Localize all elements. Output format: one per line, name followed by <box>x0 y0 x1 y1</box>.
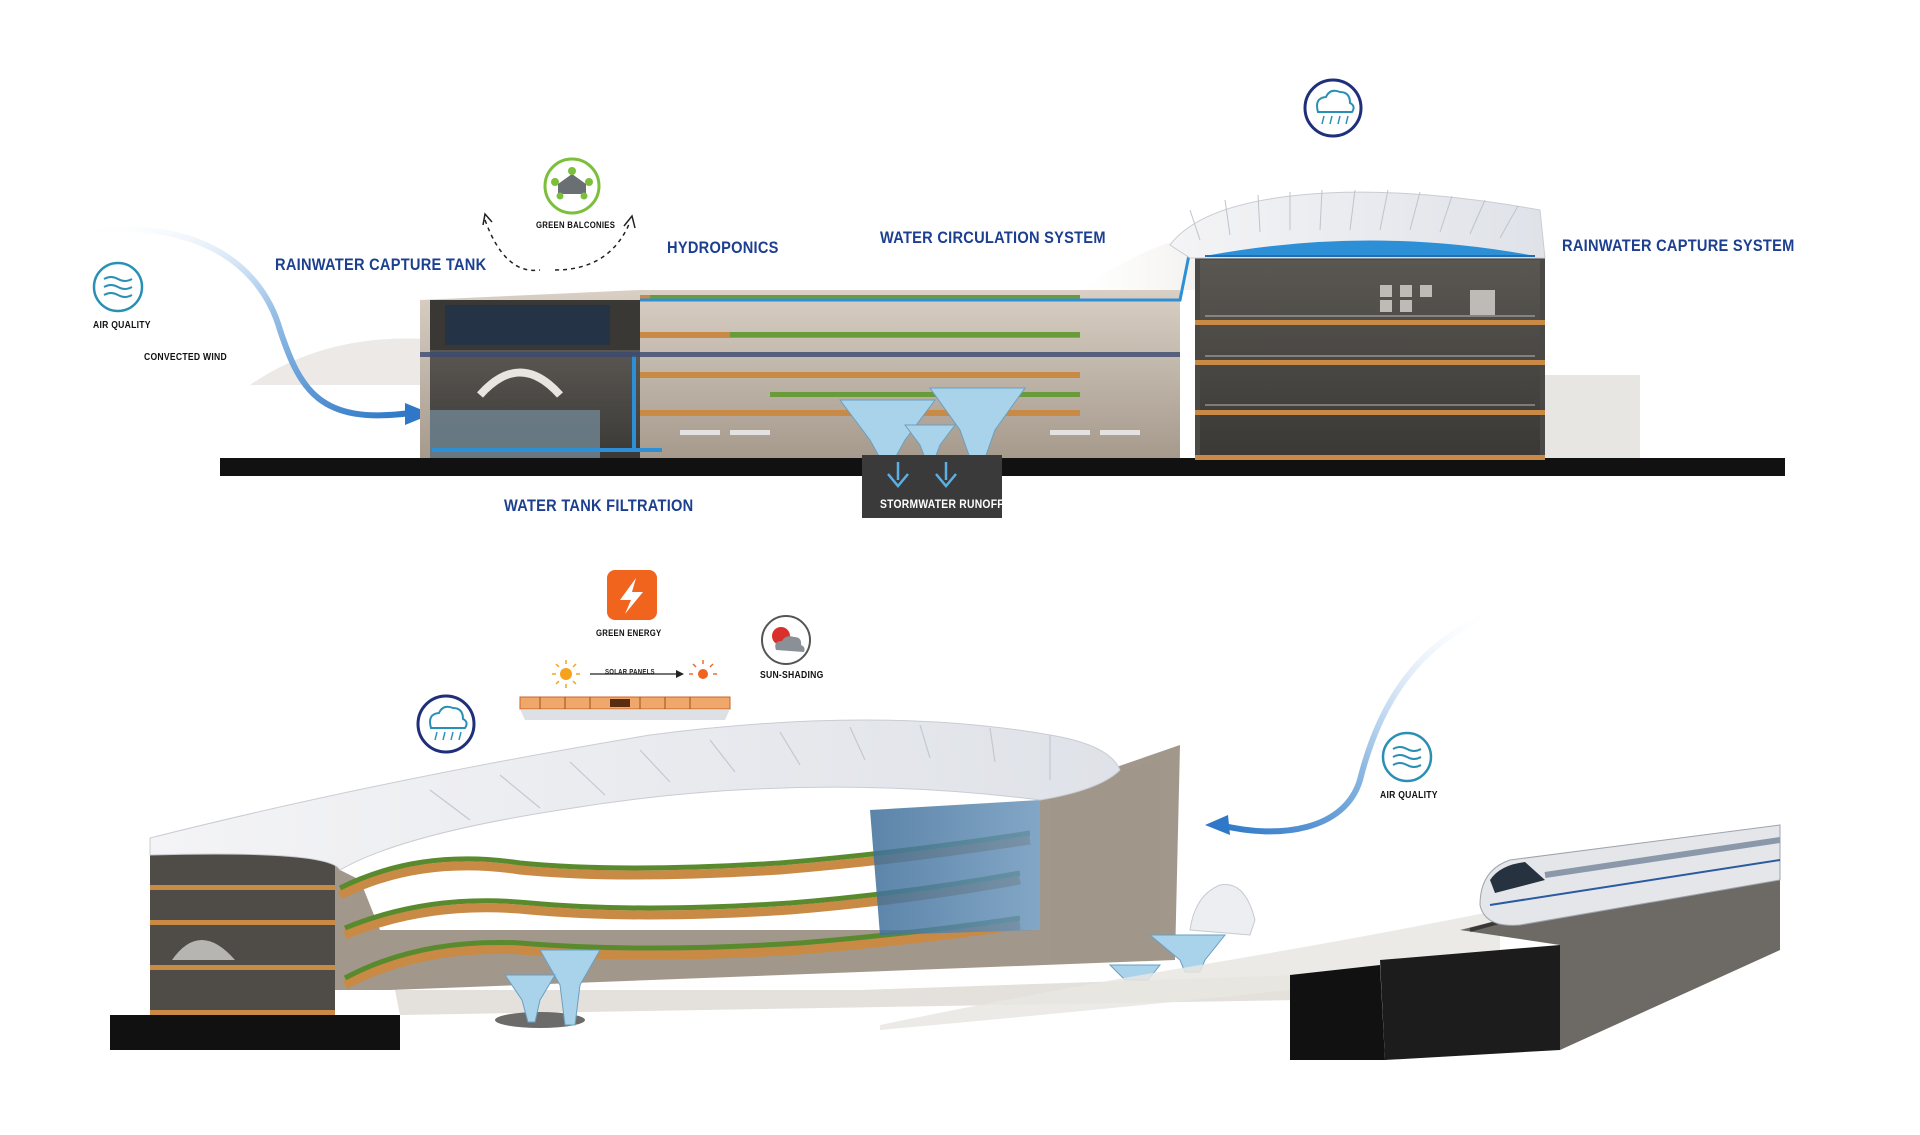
bottom-roof-canopy <box>149 719 1121 871</box>
air-quality-arrowhead <box>1205 815 1230 835</box>
label-air-quality-right: AIR QUALITY <box>1380 790 1438 801</box>
planter-3 <box>770 392 1080 397</box>
dome <box>1189 883 1256 936</box>
top-section <box>74 189 1785 518</box>
label-rainwater-capture-tank: RAINWATER CAPTURE TANK <box>275 255 487 274</box>
wind-arrowhead <box>405 403 432 425</box>
label-air-quality-left: AIR QUALITY <box>93 320 151 331</box>
rain-cloud-icon <box>416 694 476 754</box>
wind-icon <box>1381 731 1433 783</box>
rail-trench-left <box>1290 965 1385 1060</box>
bg-block-right <box>1545 375 1640 460</box>
tree-columns-bottom <box>495 934 1227 1028</box>
bottom-section <box>110 607 1781 1060</box>
label-water-tank-filtration: WATER TANK FILTRATION <box>504 496 694 515</box>
maglev-train <box>1479 824 1781 926</box>
label-green-energy: GREEN ENERGY <box>596 628 662 638</box>
balconies-arrow-left <box>484 219 541 272</box>
label-stormwater-runoff: STORMWATER RUNOFF <box>880 497 1004 511</box>
stormwater-runoff-box <box>862 455 1002 518</box>
solar-panel-diagram <box>519 660 731 720</box>
label-water-circulation-system: WATER CIRCULATION SYSTEM <box>880 228 1106 247</box>
label-rainwater-capture-system: RAINWATER CAPTURE SYSTEM <box>1562 236 1795 255</box>
label-convected-wind: CONVECTED WIND <box>144 352 227 363</box>
rain-cloud-icon <box>1303 78 1363 138</box>
rail-trench-right <box>1380 945 1560 1060</box>
planter-2 <box>730 332 1080 337</box>
wind-icon <box>92 261 144 313</box>
rail-viaduct <box>1460 850 1780 1050</box>
bottom-building-cut <box>150 850 335 1015</box>
balconies-arrow-right <box>554 221 631 271</box>
top-ground-slab <box>220 458 1785 476</box>
glass-facade <box>870 800 1040 935</box>
right-roof-canopy <box>1169 191 1546 259</box>
sun-cloud-icon <box>761 615 811 665</box>
green-house-icon <box>543 157 601 215</box>
convected-wind-arrow <box>74 226 411 419</box>
lightning-icon <box>607 570 657 620</box>
planter-1 <box>650 295 1080 300</box>
bg-hill-left <box>250 338 440 385</box>
label-hydroponics: HYDROPONICS <box>667 238 779 257</box>
label-solar-panels: SOLAR PANELS <box>605 669 655 676</box>
label-sun-shading: SUN-SHADING <box>760 670 824 681</box>
bottom-ground-left <box>110 1015 400 1050</box>
label-green-balconies: GREEN BALCONIES <box>536 220 616 230</box>
roof-rainwater-tank <box>1205 240 1535 256</box>
filtration-line <box>432 448 662 452</box>
air-quality-arrow <box>1219 607 1502 835</box>
